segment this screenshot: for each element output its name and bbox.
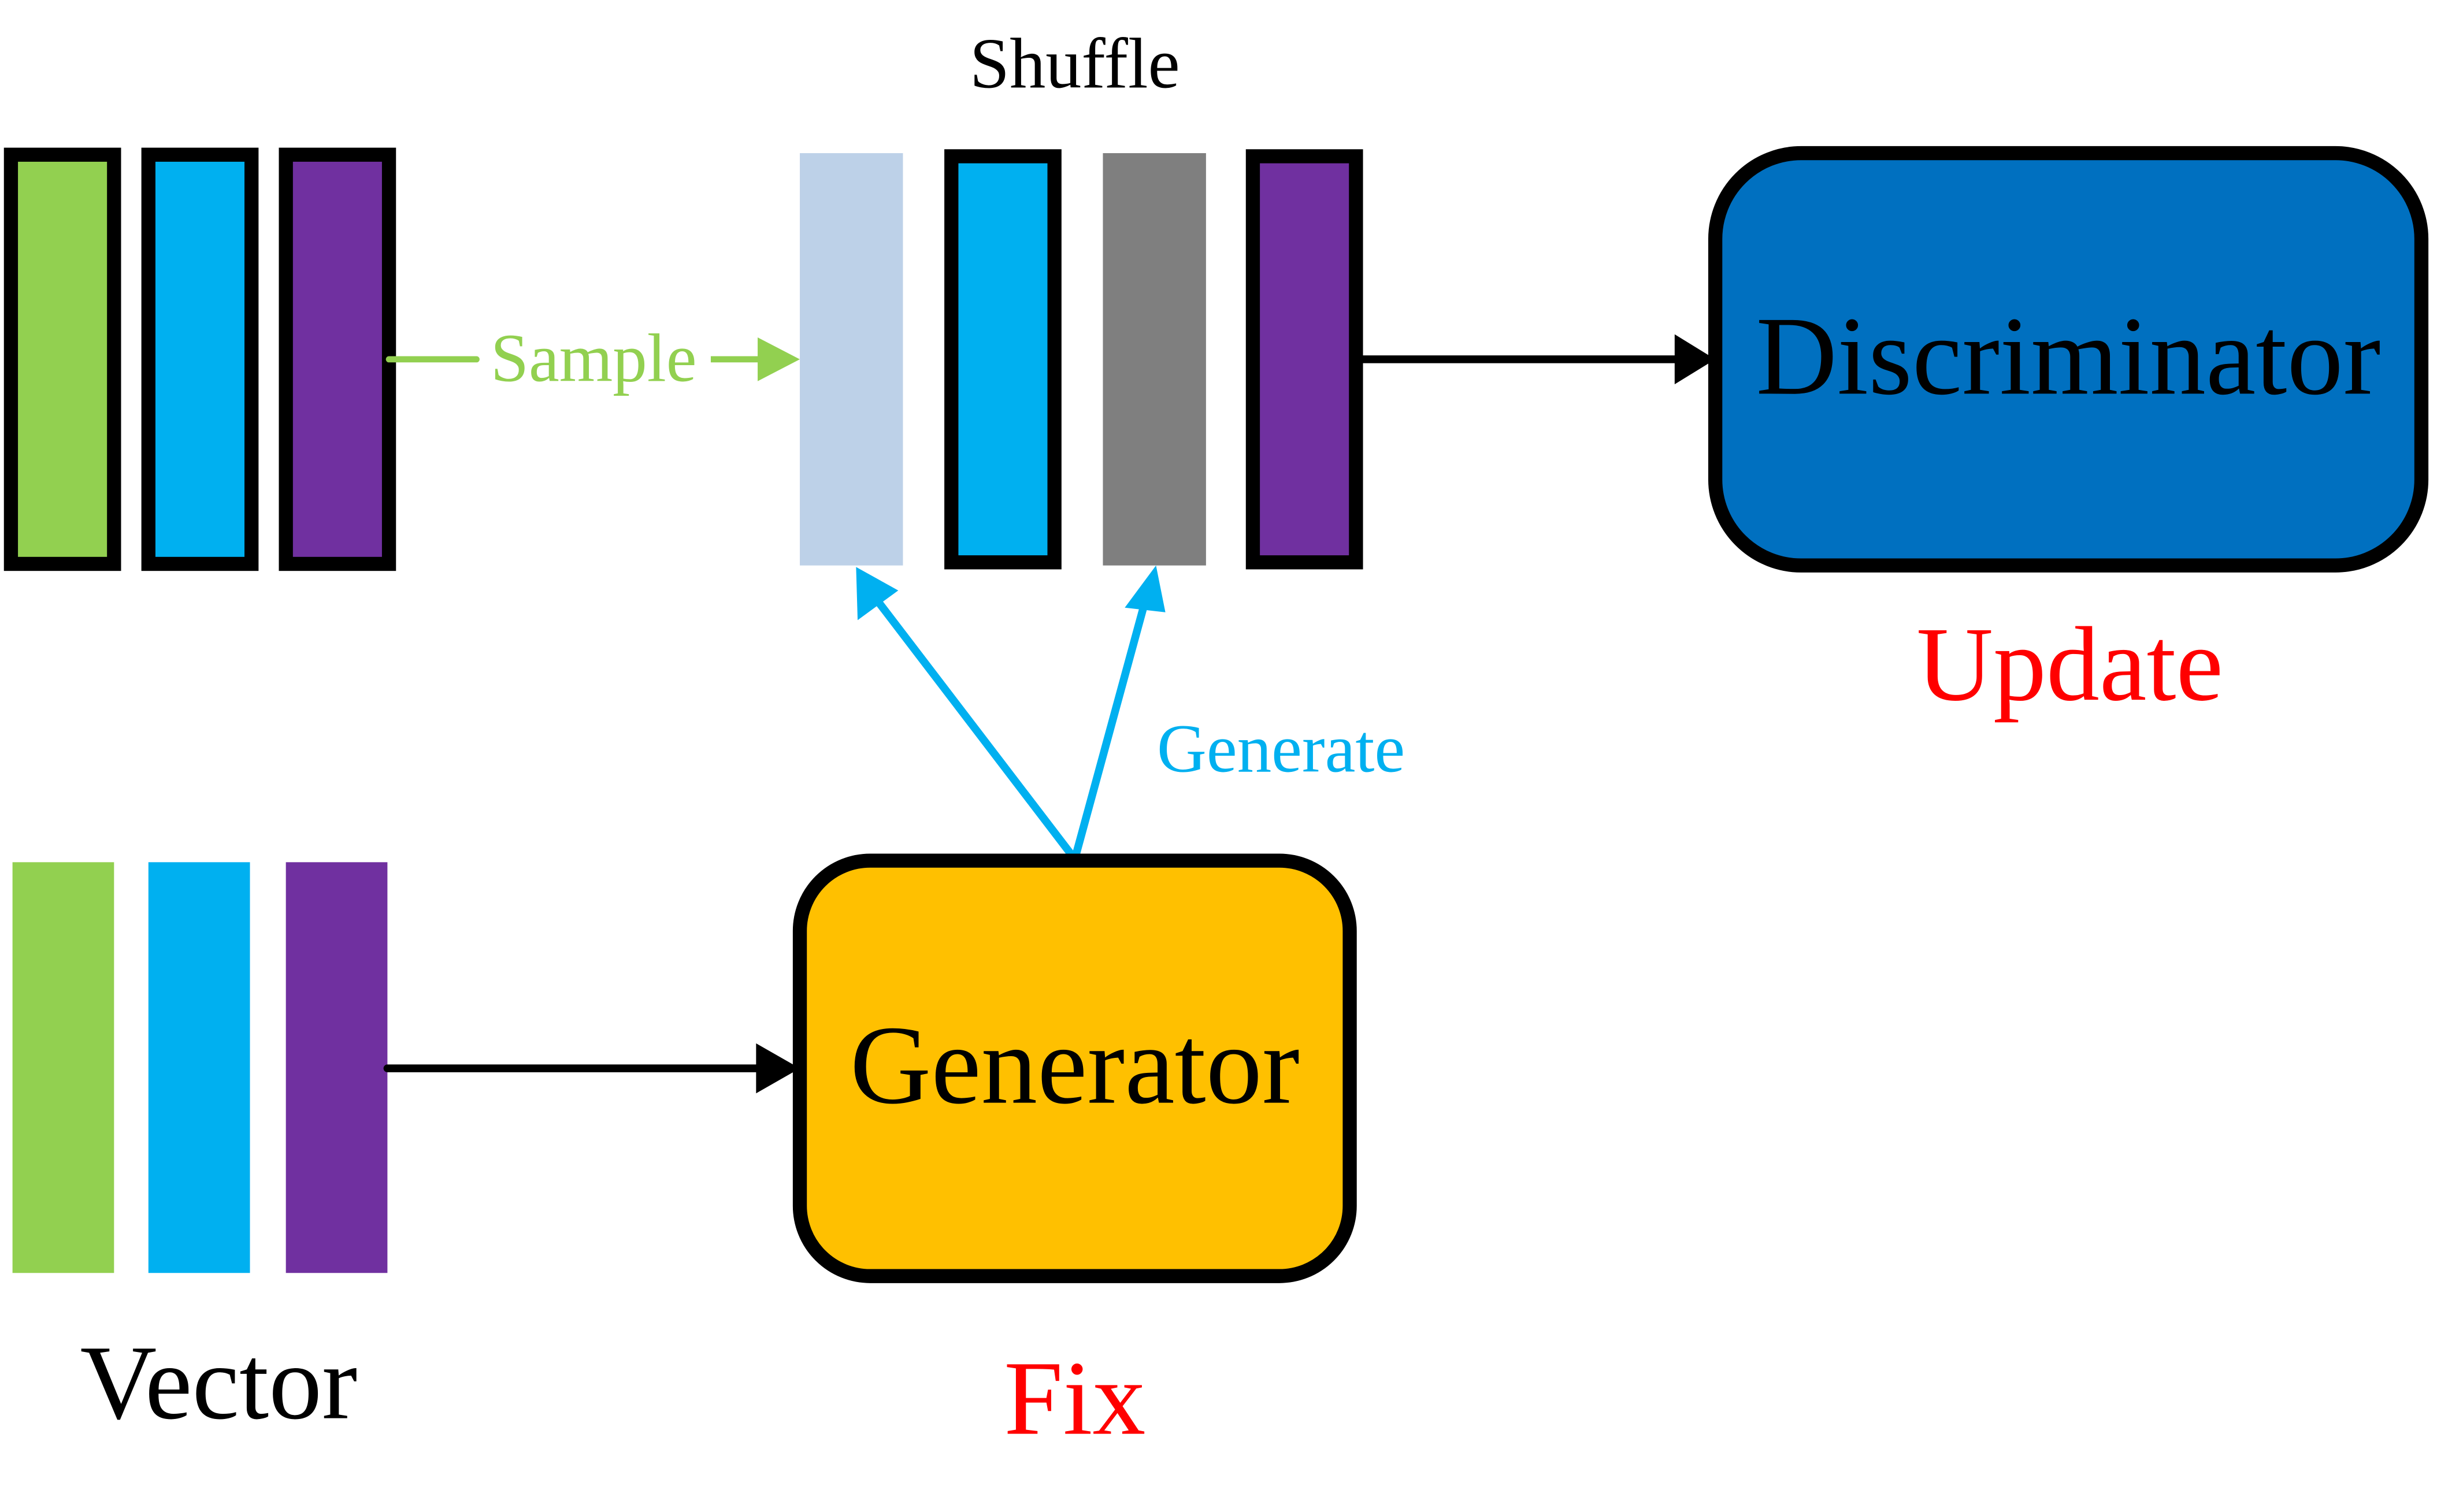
- to-discriminator-arrow: [1362, 334, 1716, 385]
- discriminator-block: Discriminator: [1708, 146, 2429, 573]
- sample-label: Sample: [491, 320, 697, 396]
- to-generator-arrow: [383, 1043, 800, 1094]
- shuffle-bar-blue: [944, 149, 1062, 570]
- shuffled-bars: [800, 149, 1363, 570]
- vector-bars: [12, 862, 388, 1273]
- sample-arrow: Sample: [385, 320, 800, 396]
- shuffle-label: Shuffle: [970, 24, 1180, 103]
- vector-bar-green: [12, 862, 114, 1273]
- shuffle-bar-purple: [1245, 149, 1363, 570]
- vector-bar-purple: [285, 862, 388, 1273]
- generate-label: Generate: [1157, 711, 1405, 787]
- discriminator-label: Discriminator: [1756, 294, 2381, 418]
- generate-arrows: Generate: [856, 565, 1405, 863]
- generator-block: Generator: [792, 853, 1357, 1283]
- vector-label: Vector: [80, 1324, 358, 1442]
- real-bar-blue: [141, 147, 259, 571]
- shuffle-bar-gray: [1103, 153, 1206, 566]
- vector-bar-blue: [148, 862, 250, 1273]
- real-bar-purple: [279, 147, 396, 571]
- shuffle-bar-light-blue: [800, 153, 903, 566]
- generator-label: Generator: [850, 1004, 1300, 1128]
- real-data-bars: [3, 147, 396, 571]
- fix-label: Fix: [1004, 1339, 1145, 1457]
- real-bar-green: [3, 147, 121, 571]
- update-label: Update: [1916, 605, 2223, 723]
